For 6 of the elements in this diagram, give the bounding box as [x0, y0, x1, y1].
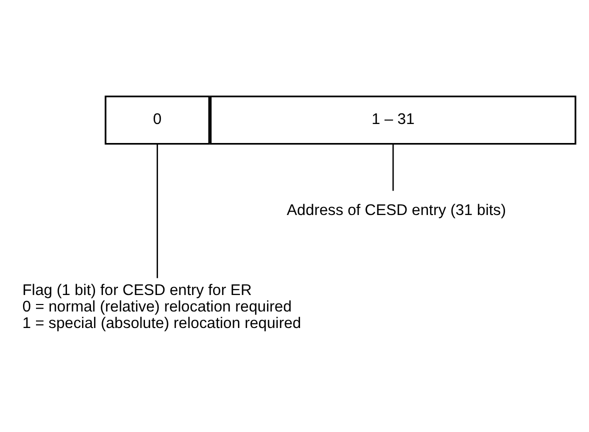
- node-box: 0: [104, 95, 210, 144]
- node-text: Flag (1 bit) for CESD entry for ER 0 = normal (relative) relocation required 1 = special (absolute) relocation required: [22, 281, 302, 332]
- connector: [392, 144, 394, 190]
- connector: [156, 143, 158, 278]
- node-box: 1 – 31: [210, 95, 576, 144]
- node-text: Address of CESD entry (31 bits): [286, 202, 506, 219]
